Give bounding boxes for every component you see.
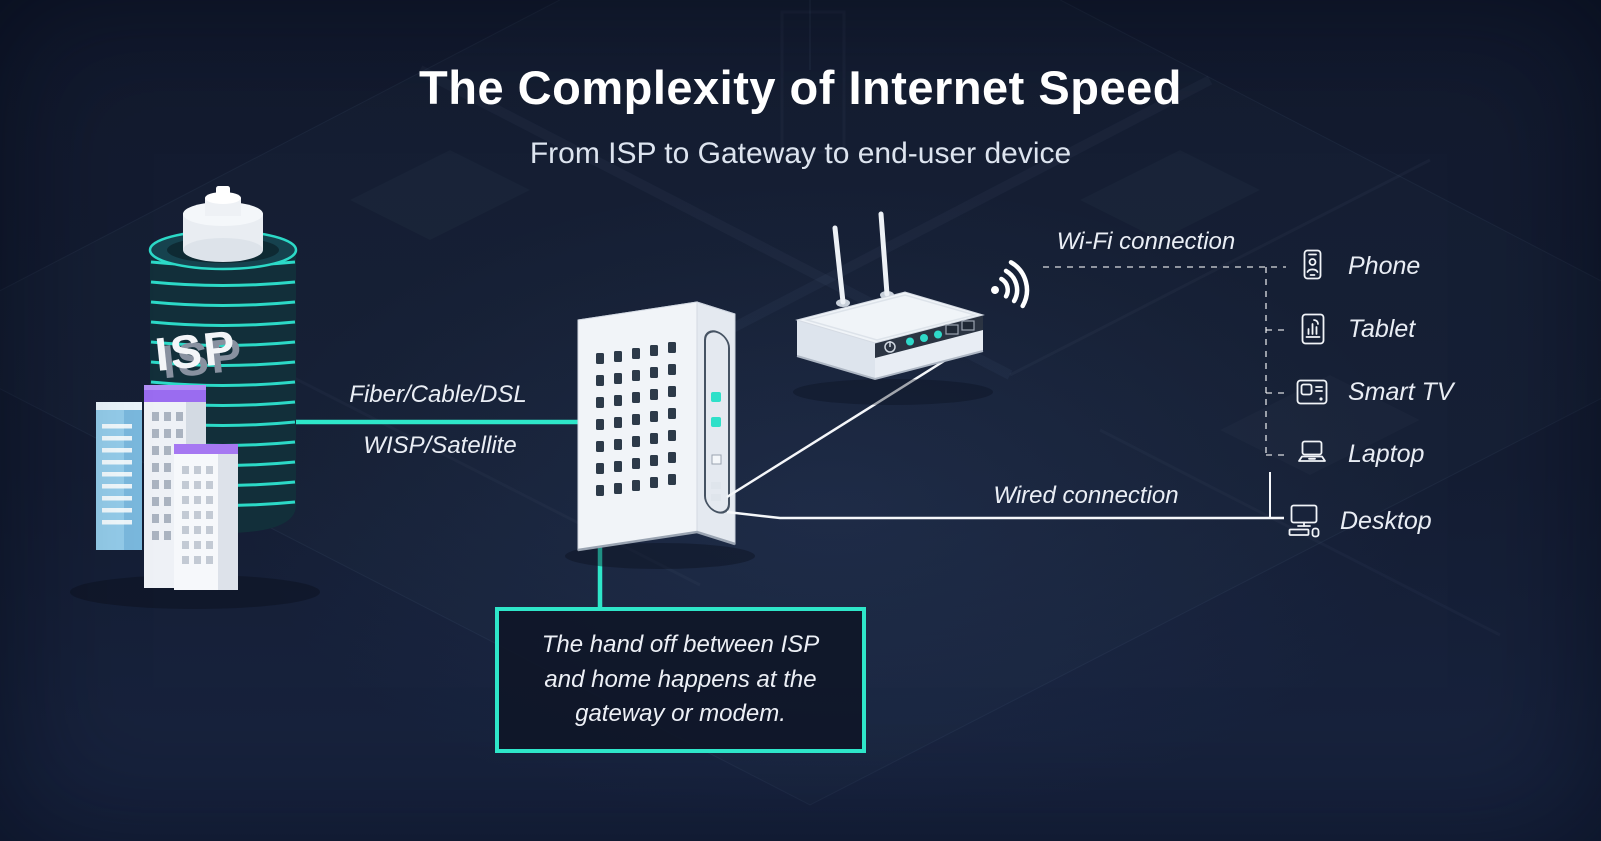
device-row-smart-tv: Smart TV: [1294, 374, 1454, 410]
device-row-laptop: Laptop: [1294, 436, 1424, 472]
router-antennas: [832, 211, 894, 307]
page-subtitle: From ISP to Gateway to end-user device: [529, 137, 1072, 170]
device-row-phone: Phone: [1294, 248, 1420, 284]
tablet-icon: [1301, 313, 1325, 345]
wifi-dashed-lines: [1043, 266, 1286, 456]
router-front-controls: [884, 320, 975, 353]
callout-text: The hand off between ISP and home happen…: [541, 630, 820, 728]
isp-building: ISP ISP: [70, 186, 320, 609]
phone-icon: [1303, 249, 1322, 280]
modem-leds: [711, 392, 722, 501]
device-row-tablet: Tablet: [1294, 311, 1415, 347]
isp-label-shadow: ISP: [159, 327, 246, 388]
device-label-laptop: Laptop: [1348, 439, 1425, 468]
wisp-satellite-label: WISP/Satellite: [363, 432, 517, 459]
wifi-connection-label: Wi-Fi connection: [1056, 228, 1236, 255]
page-title: The Complexity of Internet Speed: [419, 61, 1182, 114]
router-cable-line: [726, 354, 953, 499]
smart-tv-icon: [1296, 379, 1328, 405]
header: The Complexity of Internet Speed From IS…: [0, 60, 1601, 171]
desktop-icon: [1288, 504, 1320, 538]
modem-shadow: [565, 543, 755, 569]
isp-shadow: [70, 575, 320, 609]
callout-box: The hand off between ISP and home happen…: [495, 607, 866, 753]
wifi-router: [793, 211, 1030, 405]
modem-vents: [596, 342, 676, 496]
isp-label: ISP: [153, 320, 240, 381]
modem-side-panel: [704, 330, 730, 514]
device-label-desktop: Desktop: [1340, 506, 1432, 535]
wired-connection-line: [726, 510, 1284, 520]
device-label-smart-tv: Smart TV: [1348, 377, 1454, 406]
device-row-desktop: Desktop: [1286, 503, 1432, 539]
device-label-tablet: Tablet: [1348, 314, 1416, 343]
router-shadow: [793, 379, 993, 405]
wifi-signal-icon: [991, 260, 1030, 309]
laptop-icon: [1298, 440, 1326, 462]
gateway-modem: [565, 301, 755, 569]
wired-connection-label: Wired connection: [993, 482, 1179, 509]
city-buildings: [96, 385, 238, 590]
fiber-cable-dsl-label: Fiber/Cable/DSL: [349, 381, 527, 408]
device-label-phone: Phone: [1348, 251, 1421, 280]
